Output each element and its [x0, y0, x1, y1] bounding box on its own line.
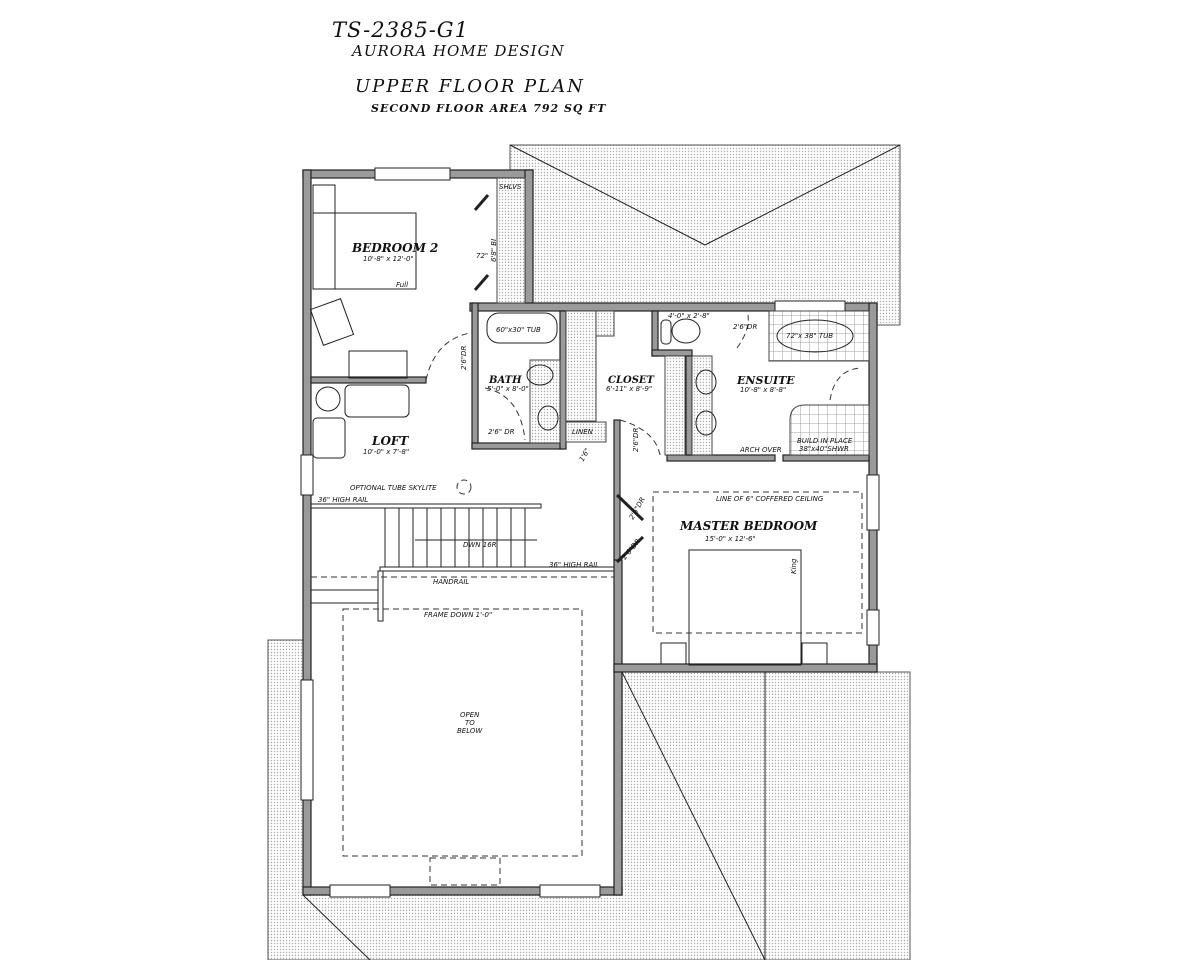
shelves-label: SHLVS	[499, 183, 522, 191]
frame-down-note: FRAME DOWN 1'-0"	[424, 611, 492, 619]
wc-door-label: 2'6"DR	[733, 323, 757, 331]
arch-note: ARCH OVER	[739, 446, 782, 454]
ensuite-tub-label: 72"x 38" TUB	[786, 332, 833, 340]
plan-code: TS-2385-G1	[332, 18, 469, 42]
bifold-label: 72"	[476, 252, 488, 260]
doors	[425, 194, 861, 564]
bed-label: Full	[396, 281, 408, 289]
staircase	[310, 479, 863, 886]
room-dims-ensuite: 10'-8" x 8'-8"	[740, 386, 786, 394]
fixtures	[309, 184, 854, 666]
bath-tub-label: 60"x30" TUB	[496, 326, 541, 334]
skylite-note: OPTIONAL TUBE SKYLITE	[350, 484, 437, 492]
linen-label: LINEN	[572, 428, 594, 436]
open-below-2: TO	[465, 719, 475, 727]
bifold-door-label: 6'8" BI	[490, 239, 498, 262]
stairs-note: DWN 16R	[463, 541, 497, 549]
bedroom-door-label: 2'6"DR	[460, 346, 468, 370]
designer-name: AURORA HOME DESIGN	[352, 42, 565, 60]
open-below-1: OPEN	[460, 711, 480, 719]
wc-dims: 4'-0" x 2'-8"	[668, 312, 710, 320]
shower-note: BUILD IN PLACE	[797, 437, 853, 445]
room-dims-master: 15'-0" x 12'-6"	[705, 535, 756, 543]
closet-door-label: 2'6"DR	[632, 428, 640, 452]
open-below-3: BELOW	[457, 727, 483, 735]
floor-area: SECOND FLOOR AREA 792 SQ FT	[371, 102, 607, 115]
room-name-loft: LOFT	[371, 434, 409, 448]
room-dims-bath: 5'-0" x 8'-0"	[487, 385, 529, 393]
plan-title: UPPER FLOOR PLAN	[355, 76, 585, 97]
room-dims-loft: 10'-0" x 7'-8"	[363, 448, 409, 456]
shower-size: 38"x40"SHWR	[799, 445, 849, 453]
rail-note: 36" HIGH RAIL	[318, 496, 368, 504]
bath-door-label: 2'6" DR	[488, 428, 515, 436]
room-name-bedroom2: BEDROOM 2	[351, 241, 438, 255]
rail-note-2: 36" HIGH RAIL	[549, 561, 599, 569]
handrail-note: HANDRAIL	[433, 578, 469, 586]
room-name-master: MASTER BEDROOM	[679, 519, 818, 533]
room-name-closet: CLOSET	[608, 375, 656, 386]
walls	[300, 167, 880, 898]
coffered-ceiling-note: LINE OF 6" COFFERED CEILING	[716, 495, 824, 503]
room-dims-closet: 6'-11" x 8'-9"	[606, 385, 652, 393]
room-dims-bedroom2: 10'-8" x 12'-0"	[363, 255, 414, 263]
king-bed-label: King	[790, 558, 798, 574]
room-name-bath: BATH	[488, 375, 522, 386]
room-name-ensuite: ENSUITE	[736, 374, 795, 387]
